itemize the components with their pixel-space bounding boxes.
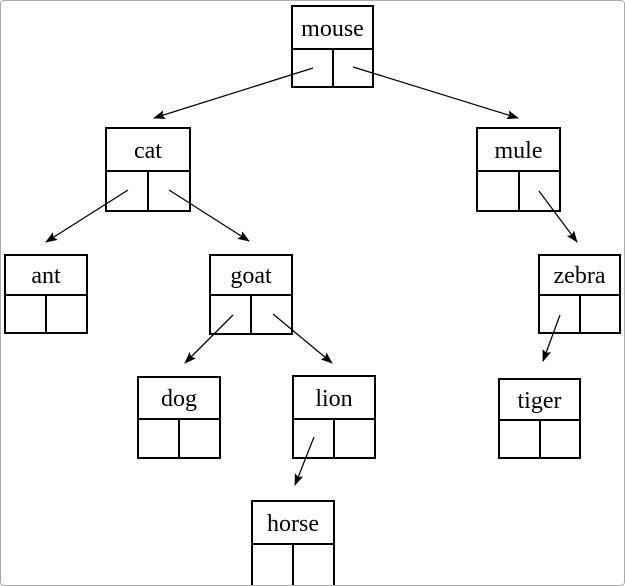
tree-node-tiger: tiger [498, 378, 581, 459]
node-right-pointer-cell [147, 172, 189, 210]
node-left-pointer-cell [293, 50, 332, 86]
node-pointer-row [293, 48, 372, 86]
node-label: cat [134, 137, 162, 164]
node-right-pointer-cell [292, 545, 333, 585]
tree-node-goat: goat [209, 254, 293, 335]
node-right-pointer-cell [333, 420, 374, 457]
node-pointer-row [253, 543, 333, 585]
node-left-pointer-cell [294, 420, 333, 457]
node-left-pointer-cell [500, 421, 539, 457]
node-left-pointer-cell [478, 172, 518, 210]
tree-node-zebra: zebra [538, 254, 621, 334]
tree-node-mule: mule [476, 127, 561, 212]
node-label: lion [315, 385, 353, 412]
node-label: mule [494, 137, 543, 164]
node-right-pointer-cell [331, 50, 373, 86]
node-pointer-row [540, 294, 619, 332]
node-left-pointer-cell [107, 172, 147, 210]
node-label: goat [230, 263, 272, 289]
node-right-pointer-cell [45, 296, 86, 332]
node-label: dog [161, 386, 197, 412]
node-left-pointer-cell [540, 296, 579, 332]
node-pointer-row [478, 170, 559, 210]
node-left-pointer-cell [211, 296, 250, 333]
tree-node-horse: horse [251, 500, 335, 585]
edge-arrow-mouse-left-cat [153, 67, 314, 119]
tree-node-mouse: mouse [291, 5, 374, 88]
tree-node-dog: dog [137, 376, 221, 459]
node-label: mouse [301, 15, 364, 42]
node-label: horse [267, 510, 319, 537]
tree-node-ant: ant [4, 254, 88, 334]
edge-arrow-mouse-right-mule [352, 66, 519, 120]
node-pointer-row [211, 294, 291, 333]
node-pointer-row [139, 418, 219, 457]
node-pointer-row [6, 294, 86, 332]
node-pointer-row [294, 418, 374, 457]
node-label: tiger [517, 387, 562, 414]
node-left-pointer-cell [6, 296, 45, 332]
node-left-pointer-cell [139, 420, 178, 457]
node-right-pointer-cell [517, 172, 560, 210]
node-right-pointer-cell [250, 296, 291, 333]
node-label: ant [31, 263, 61, 289]
tree-node-cat: cat [105, 127, 191, 212]
node-right-pointer-cell [538, 421, 580, 457]
tree-node-lion: lion [292, 375, 376, 459]
node-right-pointer-cell [578, 296, 620, 332]
node-pointer-row [500, 419, 579, 457]
node-pointer-row [107, 170, 189, 210]
node-label: zebra [553, 263, 606, 289]
node-right-pointer-cell [178, 420, 219, 457]
node-left-pointer-cell [253, 545, 292, 585]
